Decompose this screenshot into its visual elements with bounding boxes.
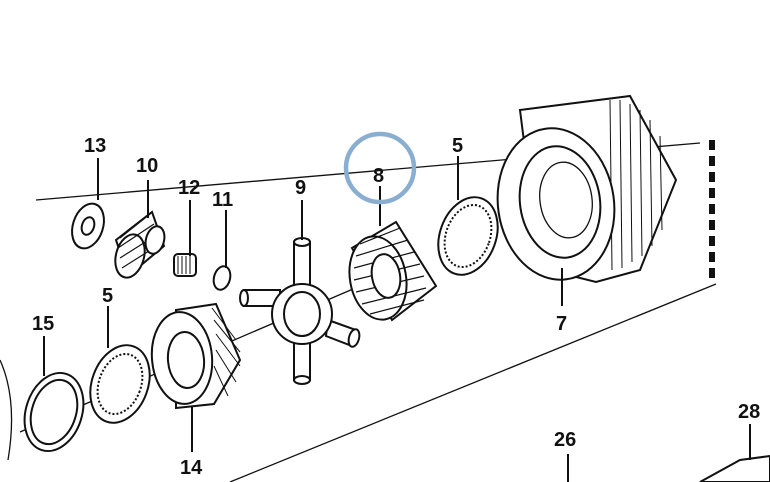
housing-edge-left <box>0 359 13 461</box>
label-11: 11 <box>212 189 233 211</box>
label-7: 7 <box>556 313 567 335</box>
thrust-bearing-5-lower <box>89 344 151 424</box>
needle-bearing-12 <box>173 253 197 277</box>
ring-gear-7 <box>496 94 678 284</box>
label-12: 12 <box>178 177 200 199</box>
spider-cross-9 <box>239 237 361 385</box>
label-5-lower: 5 <box>102 285 113 307</box>
label-10: 10 <box>136 155 158 177</box>
leader-lines <box>43 156 751 482</box>
label-8: 8 <box>373 165 384 187</box>
side-gear-8 <box>348 220 438 322</box>
highlight-circle <box>343 131 417 205</box>
label-13: 13 <box>84 135 106 157</box>
frame-line <box>229 283 717 482</box>
snap-ring-11 <box>212 265 232 291</box>
bevel-gear-10 <box>114 210 166 279</box>
label-26: 26 <box>554 429 576 451</box>
thrust-bearing-5-upper <box>437 196 499 276</box>
gear-14 <box>150 302 242 410</box>
label-15: 15 <box>32 313 54 335</box>
label-14: 14 <box>180 457 203 479</box>
label-28: 28 <box>738 401 760 423</box>
shaft-28 <box>699 454 770 482</box>
washer-15 <box>23 371 85 453</box>
label-5-upper: 5 <box>452 135 463 157</box>
washer-13 <box>71 202 105 250</box>
label-9: 9 <box>295 177 306 199</box>
